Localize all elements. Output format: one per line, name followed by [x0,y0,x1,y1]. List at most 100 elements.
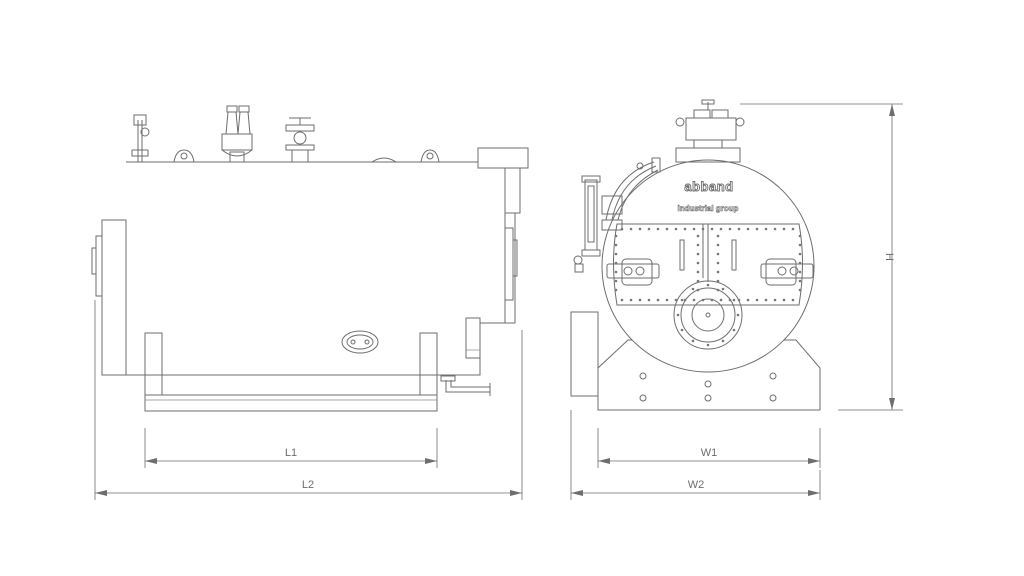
rivet [706,283,710,287]
front-smokebox [101,219,127,376]
rivet [696,288,700,292]
rivet [716,243,720,247]
rivet [701,227,705,231]
dimension-label-L2: L2 [302,479,314,491]
rivet [737,227,741,231]
rivet [620,298,624,302]
rivet [798,279,802,283]
dimension-L2: L2 [94,300,523,500]
main-steam-valve [285,117,315,163]
rivet [736,313,740,317]
foundation-hole [704,394,712,402]
dimension-W1: W1 [597,428,821,468]
rivet [614,261,618,265]
rivet [764,227,768,231]
rivet [674,227,678,231]
rivet [696,261,700,265]
foundation-hole [769,372,777,380]
side-view [91,105,529,412]
rivet [656,298,660,302]
rear-flue-box [505,167,521,214]
safety-valves [221,105,253,163]
rivet [665,227,669,231]
rivet [680,298,684,302]
front-saddle [144,332,163,396]
rivet [614,234,618,238]
rivet [716,288,720,292]
rivet [638,227,642,231]
brand-subtitle: industrial group [678,204,739,213]
rivet [719,227,723,231]
rivet [614,270,618,274]
rivet [683,227,687,231]
rivet [782,227,786,231]
rivet [656,227,660,231]
dimension-H: H [740,103,903,411]
rivet [782,298,786,302]
rivet [647,298,651,302]
foundation-hole [639,394,647,402]
rivet [665,298,669,302]
door-rivets [614,227,802,347]
rivet [791,227,795,231]
rivet [629,298,633,302]
rivet [728,298,732,302]
front-view: abband industrial group [570,99,821,411]
top-manhole [371,157,397,163]
rivet [674,298,678,302]
base-frame [144,394,438,412]
lifting-lug-left [173,149,195,163]
rivet [721,287,725,291]
rivet [647,227,651,231]
rivet [696,252,700,256]
dimension-lines: L1 L2 W1 W2 [94,103,903,500]
rivet [773,298,777,302]
rivet [692,298,696,302]
rivet [798,288,802,292]
rivet [638,298,642,302]
rivet [696,270,700,274]
dimension-L1: L1 [144,428,438,468]
rivet [798,270,802,274]
dimension-label-W2: W2 [688,479,705,491]
door-hinge-left [606,258,660,286]
rivet [798,261,802,265]
dimension-label-H: H [883,253,895,261]
rivet [614,243,618,247]
rivet [755,298,759,302]
rivet [692,227,696,231]
rivet [798,252,802,256]
burner-side-box [570,311,599,397]
foundation-hole [704,380,712,388]
rivet [696,234,700,238]
rivet [696,279,700,283]
rivet [701,298,705,302]
water-level-gauge [573,175,601,273]
rivet [620,227,624,231]
rivet [732,328,736,332]
rivet [716,279,720,283]
rivet [629,227,633,231]
rivet [798,234,802,238]
rivet [716,261,720,265]
rivet [706,343,710,347]
rivet [614,252,618,256]
rivet [773,227,777,231]
foundation-hole [639,372,647,380]
rivet [746,227,750,231]
rivet [732,298,736,302]
rear-flange [504,227,514,301]
rivet [719,298,723,302]
rivet [746,298,750,302]
flue-outlet [477,147,529,169]
dimension-label-W1: W1 [701,447,718,459]
blowdown-pipe [440,375,491,396]
rivet [764,298,768,302]
rivet [691,287,695,291]
foundation-hole [769,394,777,402]
rivet [614,279,618,283]
rivet [676,313,680,317]
rivet [716,270,720,274]
front-door [613,223,803,306]
rivet [710,227,714,231]
